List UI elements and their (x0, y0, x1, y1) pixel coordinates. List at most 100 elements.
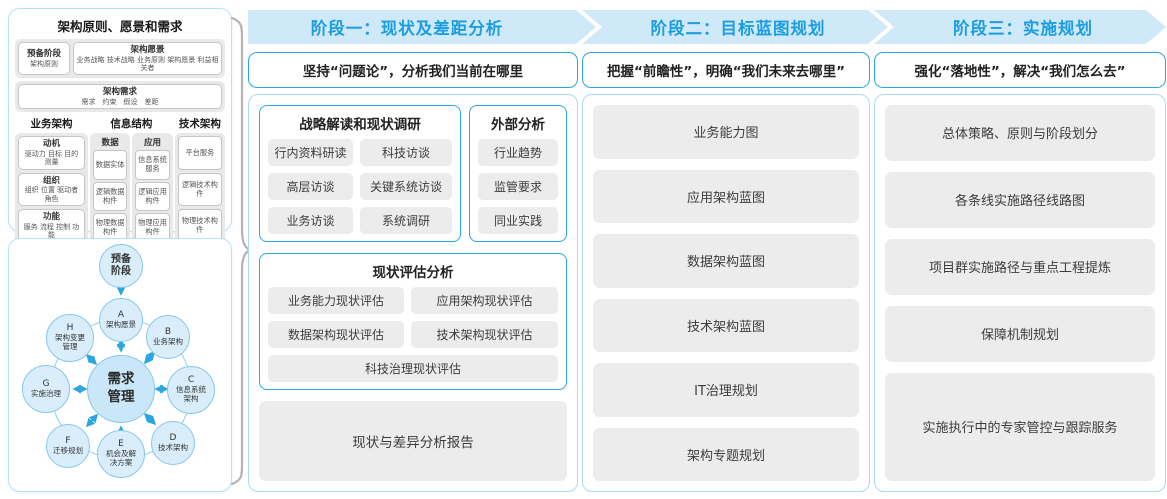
adm-node-f: F 迁移规划 (46, 424, 90, 468)
technology-architecture-column: 技术架构 平台服务 逻辑技术构件 物理技术构件 (174, 115, 225, 246)
function-title: 功能 (42, 212, 60, 223)
phase3-deliverable: 实施执行中的专家管控与跟踪服务 (885, 372, 1155, 482)
adm-node-b-letter: B (164, 326, 172, 337)
information-structure-column: 信息结构 数据 数据实体 逻辑数据构件 物理数据构件 应用 信息系统服务 逻辑应… (89, 115, 173, 246)
phase2-subtitle-box: 把握“前瞻性”，明确“我们未来去哪里” (582, 52, 870, 88)
adm-node-d-letter: D (169, 432, 177, 443)
adm-node-e: E 机会及解决方案 (97, 430, 145, 478)
phase1-header-text: 阶段一：现状及差距分析 (310, 19, 504, 38)
external-item: 行业趋势 (478, 139, 558, 166)
assessment-box-title: 现状评估分析 (372, 265, 454, 281)
external-items: 行业趋势 监管要求 同业实践 (478, 139, 558, 234)
adm-node-c-label: 信息系统架构 (176, 385, 206, 403)
strategy-item: 业务访谈 (268, 207, 354, 234)
strategy-item: 关键系统访谈 (360, 173, 452, 200)
phase1-header-chevron: 阶段一：现状及差距分析 (248, 10, 596, 44)
phase1-top-row: 战略解读和现状调研 行内资料研读 科技访谈 高层访谈 关键系统访谈 业务访谈 系… (259, 105, 567, 242)
phase1-subtitle-text: 坚持“问题论”，分析我们当前在哪里 (302, 64, 524, 80)
business-arch-title: 业务架构 (30, 118, 73, 131)
phase2-deliverable: 应用架构蓝图 (593, 169, 859, 223)
phase2-deliverable: IT治理规划 (593, 363, 859, 417)
architecture-domains-row: 业务架构 动机 驱动力 目标 目的 测量 组织 组织 位置 驱动者 角色 功能 … (15, 115, 225, 246)
adm-node-a-label: 架构愿景 (106, 319, 136, 329)
strategy-item: 高层访谈 (268, 173, 354, 200)
assessment-item: 应用架构现状评估 (411, 287, 558, 314)
adm-node-b: B 业务架构 (146, 315, 190, 359)
phase2-content-panel: 业务能力图 应用架构蓝图 数据架构蓝图 技术架构蓝图 IT治理规划 架构专题规划 (582, 94, 870, 492)
function-box: 功能 服务 流程 控制 功能 (18, 209, 85, 243)
organization-sub: 组织 位置 驱动者 角色 (24, 186, 79, 203)
assessment-item-full: 科技治理现状评估 (268, 355, 558, 382)
architecture-requirements-box: 架构需求 需求 约束 假设 差距 (18, 84, 222, 110)
requirements-section: 架构需求 需求 约束 假设 差距 (15, 81, 225, 113)
adm-node-e-letter: E (118, 439, 124, 450)
logical-tech-box: 逻辑技术构件 (177, 172, 222, 207)
gap-analysis-report-box: 现状与差异分析报告 (259, 401, 567, 481)
preliminary-phase-box: 预备阶段 架构原则 (18, 42, 70, 76)
phase3-subtitle-box: 强化“落地性”，解决“我们怎么去” (874, 52, 1166, 88)
adm-node-preliminary: 预备阶段 (99, 244, 143, 288)
data-title: 数据 (101, 138, 119, 149)
external-analysis-box: 外部分析 行业趋势 监管要求 同业实践 (469, 105, 567, 242)
data-subcolumn: 数据 数据实体 逻辑数据构件 物理数据构件 (89, 133, 131, 246)
adm-prep-label: 预备阶段 (111, 253, 131, 278)
external-item: 监管要求 (478, 173, 558, 200)
adm-node-c-letter: C (187, 375, 195, 386)
adm-node-h: H 架构变更管理 (46, 314, 94, 362)
phase2-header-text: 阶段二：目标蓝图规划 (650, 19, 826, 38)
organization-box: 组织 组织 位置 驱动者 角色 (18, 172, 85, 207)
phase3-deliverable: 保障机制规划 (885, 305, 1155, 362)
architecture-vision-box: 架构愿景 业务战略 技术战略 业务原则 架构愿景 利益相关者 (73, 42, 222, 76)
phase3-deliverable: 各条线实施路径线路图 (885, 171, 1155, 228)
physical-data-box: 物理数据构件 (92, 213, 128, 243)
logical-app-box: 逻辑应用构件 (135, 181, 170, 212)
phase3-subtitle-text: 强化“落地性”，解决“我们怎么去” (914, 64, 1126, 80)
phase1-content-panel: 战略解读和现状调研 行内资料研读 科技访谈 高层访谈 关键系统访谈 业务访谈 系… (248, 94, 578, 492)
adm-node-a: A 架构愿景 (99, 298, 143, 342)
adm-node-h-letter: H (66, 323, 74, 334)
function-sub: 服务 流程 控制 功能 (23, 222, 80, 240)
prep-sub: 架构原则 (30, 59, 58, 68)
adm-node-c: C 信息系统架构 (167, 366, 215, 414)
physical-tech-box: 物理技术构件 (177, 209, 222, 243)
logical-data-box: 逻辑数据构件 (92, 181, 128, 212)
phase2-deliverable: 数据架构蓝图 (593, 234, 859, 288)
assessment-item: 数据架构现状评估 (268, 321, 405, 348)
adm-node-f-letter: F (65, 435, 71, 446)
phase2-deliverable: 架构专题规划 (593, 427, 859, 481)
app-title: 应用 (144, 138, 162, 149)
adm-node-g-letter: G (42, 378, 50, 389)
req-title: 架构需求 (102, 87, 137, 98)
phase2-deliverable: 技术架构蓝图 (593, 298, 859, 352)
adm-node-d-label: 技术架构 (158, 442, 188, 452)
architecture-framework-panel: 架构原则、愿景和需求 预备阶段 架构原则 架构愿景 业务战略 技术战略 业务原则… (8, 8, 232, 295)
vision-title: 架构愿景 (130, 45, 165, 55)
assessment-items-grid: 业务能力现状评估 应用架构现状评估 数据架构现状评估 技术架构现状评估 (268, 287, 558, 348)
application-subcolumn: 应用 信息系统服务 逻辑应用构件 物理应用构件 (132, 133, 173, 246)
assessment-item: 技术架构现状评估 (411, 321, 558, 348)
phase3-header-chevron: 阶段三：实施规划 (874, 10, 1166, 44)
adm-node-b-label: 业务架构 (153, 336, 183, 346)
phase2-subtitle-text: 把握“前瞻性”，明确“我们未来去哪里” (607, 64, 845, 80)
phase3-content-panel: 总体策略、原则与阶段划分 各条线实施路径线路图 项目群实施路径与重点工程提炼 保… (874, 94, 1166, 492)
motivation-box: 动机 驱动力 目标 目的 测量 (18, 136, 85, 170)
strategy-research-box: 战略解读和现状调研 行内资料研读 科技访谈 高层访谈 关键系统访谈 业务访谈 系… (259, 105, 461, 242)
prep-title: 预备阶段 (26, 49, 61, 60)
adm-cycle-panel: 预备阶段 A 架构愿景 B 业务架构 C 信息系统架构 D 技术架构 E 机会及… (8, 238, 232, 492)
phase1-subtitle-box: 坚持“问题论”，分析我们当前在哪里 (248, 52, 578, 88)
phase3-deliverable: 总体策略、原则与阶段划分 (885, 105, 1155, 161)
tech-arch-title: 技术架构 (178, 118, 221, 131)
phase3-header-text: 阶段三：实施规划 (953, 19, 1093, 38)
req-sub: 需求 约束 假设 差距 (81, 98, 159, 107)
strategy-items-grid: 行内资料研读 科技访谈 高层访谈 关键系统访谈 业务访谈 系统调研 (268, 139, 452, 234)
adm-center-label: 需求管理 (107, 371, 135, 405)
strategy-box-title: 战略解读和现状调研 (299, 117, 421, 133)
motivation-title: 动机 (42, 139, 60, 150)
strategy-item: 行内资料研读 (268, 139, 354, 166)
strategy-item: 系统调研 (360, 207, 452, 234)
tech-arch-boxes: 平台服务 逻辑技术构件 物理技术构件 (174, 133, 225, 246)
physical-app-box: 物理应用构件 (135, 213, 170, 243)
info-structure-title: 信息结构 (110, 118, 153, 131)
external-item: 同业实践 (478, 207, 558, 234)
